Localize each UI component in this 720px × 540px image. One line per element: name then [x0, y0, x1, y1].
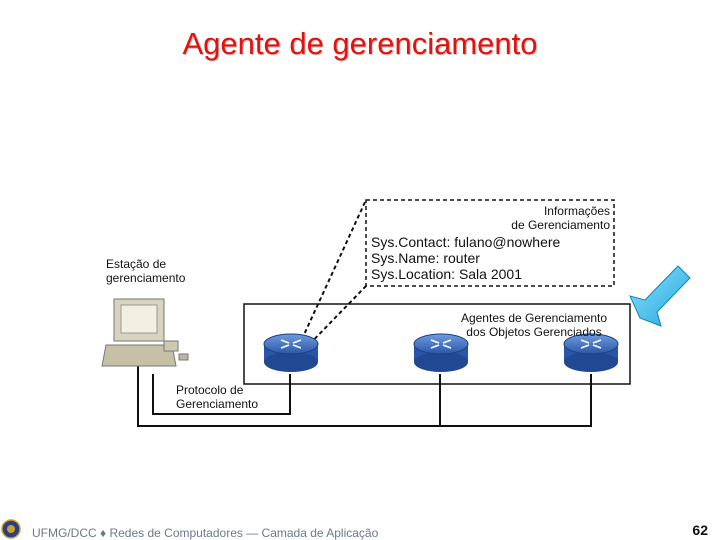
- agents-label: Agentes de Gerenciamento dos Objetos Ger…: [460, 311, 608, 339]
- protocol-link-outer: [137, 362, 592, 427]
- sys-name-entry: Sys.Name: router: [371, 250, 480, 266]
- slide-title: Agente de gerenciamento: [182, 26, 538, 61]
- arrow-icon: [629, 265, 691, 327]
- management-info-box: [365, 199, 615, 287]
- router-icon: [563, 333, 619, 372]
- management-station-label: Estação de gerenciamento: [106, 257, 186, 285]
- computer-terminal-icon: [101, 298, 189, 367]
- router-icon: [413, 333, 469, 372]
- dashed-link-left: [295, 199, 367, 353]
- router-icon: [263, 333, 319, 372]
- protocol-link-inner: [152, 374, 291, 415]
- managed-network-box: [243, 303, 631, 385]
- protocol-label: Protocolo de Gerenciamento: [176, 383, 259, 411]
- page-number: 62: [692, 522, 708, 538]
- sys-contact-entry: Sys.Contact: fulano@nowhere: [371, 234, 561, 250]
- footer-text: UFMG/DCC ♦ Redes de Computadores — Camad…: [32, 526, 379, 540]
- management-info-title: Informações de Gerenciamento: [511, 204, 610, 232]
- university-seal-icon: [1, 519, 21, 539]
- sys-location-entry: Sys.Location: Sala 2001: [371, 266, 522, 282]
